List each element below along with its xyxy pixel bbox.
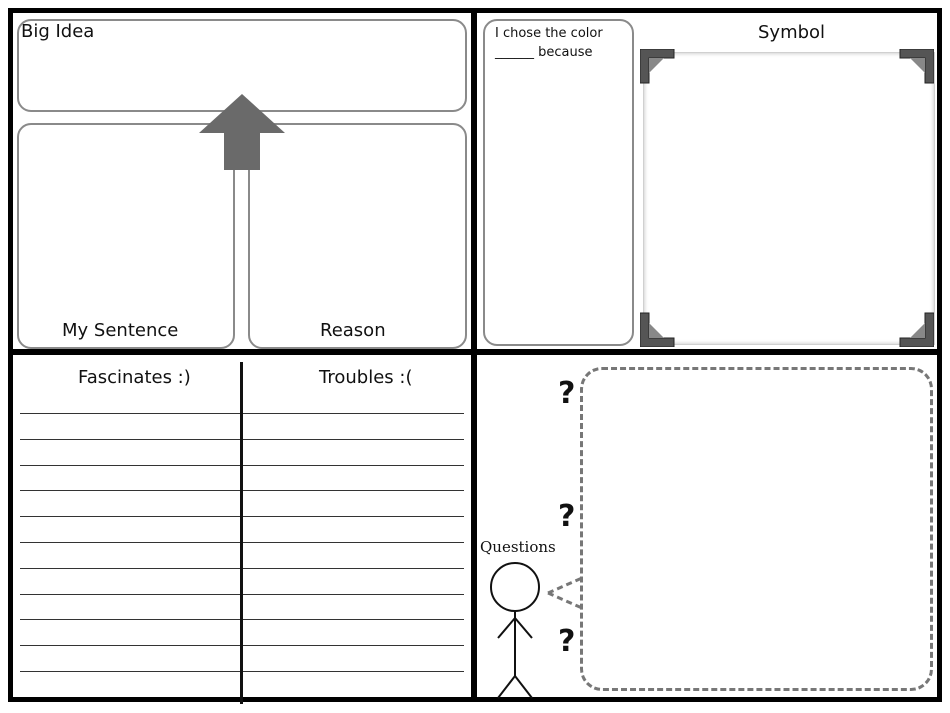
writing-line[interactable] [243, 413, 464, 414]
writing-line[interactable] [20, 568, 240, 569]
writing-line[interactable] [20, 619, 240, 620]
writing-line[interactable] [243, 594, 464, 595]
writing-line[interactable] [243, 465, 464, 466]
big-idea-label: Big Idea [21, 21, 95, 42]
corner-ornament-icon [899, 312, 934, 347]
color-choice-box[interactable] [483, 19, 634, 346]
column-divider [240, 362, 243, 704]
question-mark: ? [558, 499, 576, 534]
writing-line[interactable] [20, 645, 240, 646]
corner-ornament-icon [899, 49, 934, 84]
writing-line[interactable] [243, 568, 464, 569]
writing-line[interactable] [243, 645, 464, 646]
symbol-label: Symbol [758, 22, 826, 43]
reason-label: Reason [320, 320, 386, 341]
writing-line[interactable] [20, 594, 240, 595]
vertical-divider [471, 8, 477, 702]
writing-line[interactable] [20, 671, 240, 672]
symbol-frame[interactable] [643, 52, 935, 345]
writing-line[interactable] [243, 516, 464, 517]
writing-line[interactable] [20, 439, 240, 440]
corner-ornament-icon [640, 312, 675, 347]
writing-line[interactable] [243, 490, 464, 491]
writing-line[interactable] [20, 542, 240, 543]
troubles-label: Troubles :( [319, 367, 413, 388]
my-sentence-label: My Sentence [62, 320, 179, 341]
writing-line[interactable] [243, 671, 464, 672]
fascinates-label: Fascinates :) [78, 367, 191, 388]
questions-bubble[interactable] [580, 367, 933, 691]
color-prompt-line1: I chose the color [495, 26, 603, 41]
speech-connector [547, 576, 583, 610]
stick-figure-icon [490, 562, 540, 699]
color-prompt-line2: ______ because [495, 45, 593, 60]
my-sentence-box[interactable] [17, 123, 235, 349]
horizontal-divider [8, 349, 942, 355]
writing-line[interactable] [20, 490, 240, 491]
reason-box[interactable] [248, 123, 467, 349]
question-mark: ? [558, 624, 576, 659]
writing-line[interactable] [20, 465, 240, 466]
question-mark: ? [558, 376, 576, 411]
questions-label: Questions [480, 538, 556, 556]
up-arrow-icon [199, 94, 285, 170]
writing-line[interactable] [20, 516, 240, 517]
writing-line[interactable] [20, 413, 240, 414]
writing-line[interactable] [243, 439, 464, 440]
writing-line[interactable] [243, 619, 464, 620]
writing-line[interactable] [243, 542, 464, 543]
corner-ornament-icon [640, 49, 675, 84]
